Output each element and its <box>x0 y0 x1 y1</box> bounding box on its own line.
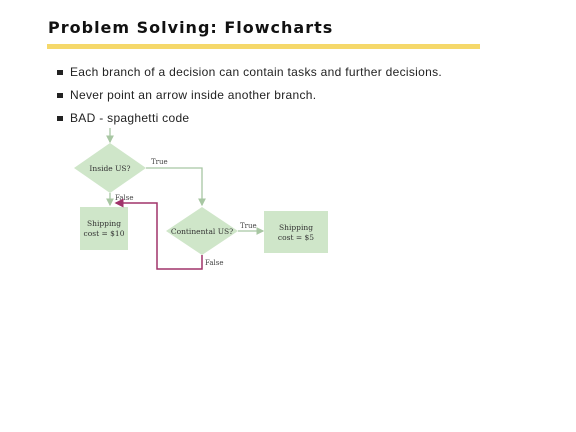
false-label-1: False <box>115 194 134 202</box>
bullet-text: BAD - spaghetti code <box>70 110 190 125</box>
shipping-10-box <box>80 207 128 250</box>
title-underline <box>47 44 480 49</box>
bullet-text: Each branch of a decision can contain ta… <box>70 64 443 79</box>
decision-continental-us-label: Continental US? <box>171 227 233 236</box>
bullet-marker-icon <box>57 93 63 98</box>
true-label-1: True <box>151 158 168 166</box>
decision-inside-us-label: Inside US? <box>89 164 130 173</box>
false-label-2: False <box>205 259 224 267</box>
slide-title: Problem Solving: Flowcharts <box>48 18 334 37</box>
bullet-item: Each branch of a decision can contain ta… <box>57 60 442 83</box>
shipping-10-line2: cost = $10 <box>84 229 125 238</box>
decision-continental-us <box>166 207 238 255</box>
bullet-list: Each branch of a decision can contain ta… <box>57 60 442 129</box>
flowchart-diagram: Inside US? True False Shipping cost = $1… <box>74 128 328 270</box>
bullet-item: BAD - spaghetti code <box>57 106 442 129</box>
decision-inside-us <box>74 143 146 193</box>
shipping-5-line1: Shipping <box>279 223 313 232</box>
bullet-item: Never point an arrow inside another bran… <box>57 83 442 106</box>
bad-spaghetti-arrow <box>114 198 203 270</box>
true-branch-1-arrow <box>146 167 206 207</box>
bullet-marker-icon <box>57 116 63 121</box>
bullet-marker-icon <box>57 70 63 75</box>
shipping-5-box <box>264 211 328 253</box>
shipping-5-line2: cost = $5 <box>278 233 314 242</box>
bullet-text: Never point an arrow inside another bran… <box>70 87 317 102</box>
true-label-2: True <box>240 222 257 230</box>
shipping-10-line1: Shipping <box>87 219 121 228</box>
